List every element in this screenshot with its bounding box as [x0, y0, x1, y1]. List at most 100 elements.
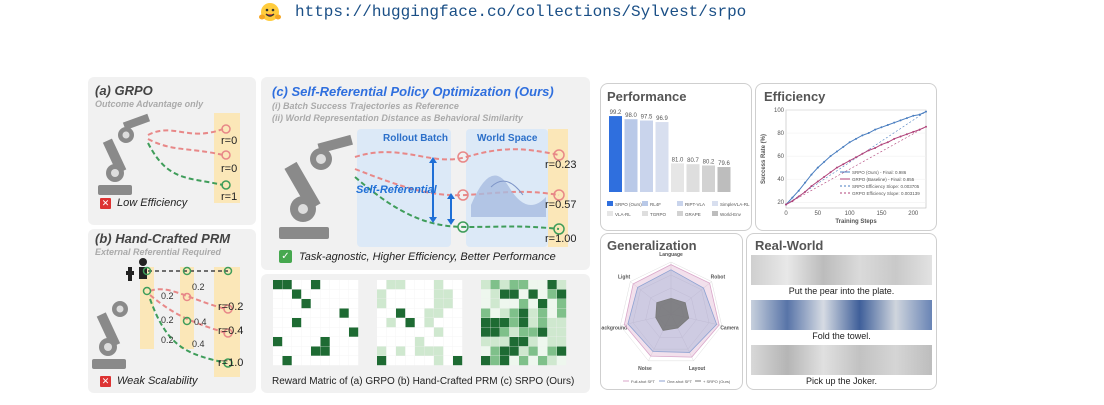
matrix-cell — [538, 289, 548, 299]
collection-link-row[interactable]: https://huggingface.co/collections/Sylve… — [259, 0, 746, 24]
matrix-cell — [339, 289, 349, 299]
matrix-cell — [557, 337, 567, 347]
matrix-cell — [481, 299, 491, 309]
matrix-cell — [490, 308, 500, 318]
matrix-cell — [557, 280, 567, 290]
bar — [717, 167, 731, 192]
matrix-cell — [292, 346, 302, 356]
matrix-cell — [538, 346, 548, 356]
matrix-cell — [311, 327, 321, 337]
matrix-cell — [405, 280, 415, 290]
matrix-cell — [330, 337, 340, 347]
series-point — [912, 130, 915, 133]
legend-label: TGRPO — [650, 212, 667, 217]
radar-grid — [645, 287, 697, 338]
matrix-cell — [320, 327, 330, 337]
matrix-cell — [415, 318, 425, 328]
prm-step-value-2: 0.2 — [192, 282, 205, 292]
matrix-cell — [538, 299, 548, 309]
matrix-cell — [424, 299, 434, 309]
legend-swatch — [712, 201, 718, 206]
srpo-badge: ✓ Task-agnostic, Higher Efficiency, Bett… — [279, 250, 556, 263]
legend-label: RIPT-VLA — [685, 202, 705, 207]
series-point — [797, 189, 800, 192]
series-point — [829, 171, 832, 174]
matrix-cell — [424, 337, 434, 347]
grpo-badge: ✕ Low Efficiency — [100, 197, 187, 209]
matrix-cell — [311, 308, 321, 318]
matrix-cell — [386, 337, 396, 347]
real-world-frames-1 — [751, 255, 932, 285]
matrix-cell — [519, 327, 529, 337]
series-point — [810, 173, 813, 176]
bar-value-label: 79.6 — [718, 161, 730, 167]
prm-step-value-5: 0.2 — [161, 335, 174, 345]
radar-axis-label: Background — [601, 325, 627, 331]
matrix-cell — [377, 289, 387, 299]
series-point — [835, 150, 838, 153]
matrix-cell — [434, 356, 444, 366]
matrix-cell — [557, 346, 567, 356]
bar-value-label: 99.2 — [610, 110, 622, 116]
matrix-cell — [330, 356, 340, 366]
matrix-cell — [377, 318, 387, 328]
radar-axis-label: Layout — [689, 366, 706, 372]
matrix-cell — [415, 356, 425, 366]
matrix-cell — [500, 356, 510, 366]
legend-swatch — [712, 211, 718, 216]
legend-label: VLA-RL — [615, 212, 631, 217]
collection-url[interactable]: https://huggingface.co/collections/Sylve… — [295, 3, 747, 21]
matrix-cell — [301, 289, 311, 299]
series-point — [905, 117, 908, 120]
performance-title: Performance — [607, 89, 687, 104]
matrix-cell — [330, 280, 340, 290]
radar-axis-label: Light — [618, 275, 631, 281]
prm-step-value-6: 0.4 — [192, 339, 205, 349]
srpo-robot-arm-icon — [279, 134, 353, 239]
radar-axis-label: Camera — [720, 325, 739, 331]
legend-label: SRPO (Ours) — [615, 202, 642, 207]
prm-step-value-1: 0.2 — [161, 291, 174, 301]
matrix-cell — [547, 356, 557, 366]
matrix-cell — [377, 280, 387, 290]
series-point — [886, 123, 889, 126]
matrix-cell — [273, 289, 283, 299]
matrix-cell — [311, 318, 321, 328]
self-referential-label: Self-Referential — [356, 184, 437, 196]
matrix-cell — [453, 346, 463, 356]
matrix-cell — [282, 299, 292, 309]
series-point — [893, 137, 896, 140]
panel-srpo: (c) Self-Referential Policy Optimization… — [261, 77, 590, 270]
series-point — [918, 113, 921, 116]
matrix-cell — [490, 299, 500, 309]
matrix-cell — [320, 356, 330, 366]
matrix-cell — [396, 346, 406, 356]
prm-badge: ✕ Weak Scalability — [100, 375, 198, 387]
matrix-cell — [481, 289, 491, 299]
bar — [609, 116, 622, 192]
legend-label: SRPO (Ours) - Final: 0.986 — [852, 170, 907, 175]
bar — [702, 165, 715, 192]
srpo-reward-3: r=1.00 — [545, 233, 577, 245]
huggingface-icon — [259, 3, 281, 21]
matrix-cell — [349, 356, 359, 366]
series-point — [874, 128, 877, 131]
radar-series — [655, 297, 690, 331]
matrix-cell — [377, 356, 387, 366]
matrix-cell — [453, 299, 463, 309]
matrix-cell — [453, 356, 463, 366]
matrix-cell — [396, 308, 406, 318]
srpo-badge-label: Task-agnostic, Higher Efficiency, Better… — [299, 250, 556, 263]
series-point — [823, 175, 826, 178]
matrix-cell — [490, 346, 500, 356]
matrix-cell — [292, 299, 302, 309]
reward-matrix-panel: Reward Matric of (a) GRPO (b) Hand-Craft… — [261, 274, 590, 393]
bar-value-label: 97.5 — [641, 115, 653, 121]
matrix-cell — [453, 337, 463, 347]
matrix-cell — [396, 280, 406, 290]
matrix-cell — [386, 327, 396, 337]
panel-grpo: (a) GRPO Outcome Advantage only r=0 r=0 … — [88, 77, 256, 225]
matrix-cell — [301, 346, 311, 356]
y-axis-label: Success Rate (%) — [761, 134, 767, 184]
